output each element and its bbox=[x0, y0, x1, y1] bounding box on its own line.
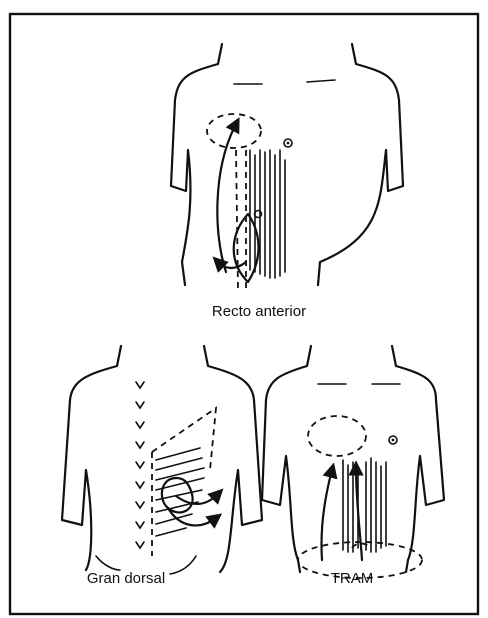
caption-gran-dorsal: Gran dorsal bbox=[87, 570, 165, 587]
buttock-curve-right bbox=[170, 556, 196, 574]
clavicle-right bbox=[307, 80, 335, 82]
panel-recto-anterior: Recto anterior bbox=[171, 44, 403, 320]
latissimus-dashed-border bbox=[152, 408, 216, 470]
spine-chevrons bbox=[136, 382, 144, 548]
tram-rectus-hatching bbox=[343, 458, 386, 552]
latissimus-hatching bbox=[156, 448, 204, 536]
caption-tram: TRAM bbox=[331, 570, 374, 587]
torso-outline-front bbox=[171, 44, 403, 285]
caption-recto-anterior: Recto anterior bbox=[212, 303, 306, 320]
rotation-arrow-dorsal-lower bbox=[168, 508, 216, 525]
panel-tram: TRAM bbox=[262, 346, 444, 587]
tram-arrow-left bbox=[321, 470, 332, 560]
tram-nipple-dot bbox=[392, 439, 395, 442]
nipple-right-dot bbox=[287, 142, 290, 145]
tram-arrow-right bbox=[356, 468, 362, 560]
panel-gran-dorsal: Gran dorsal bbox=[62, 346, 262, 587]
buttock-curve-left bbox=[96, 556, 120, 570]
breast-defect-outline bbox=[207, 114, 261, 148]
tram-breast-defect bbox=[308, 416, 366, 456]
